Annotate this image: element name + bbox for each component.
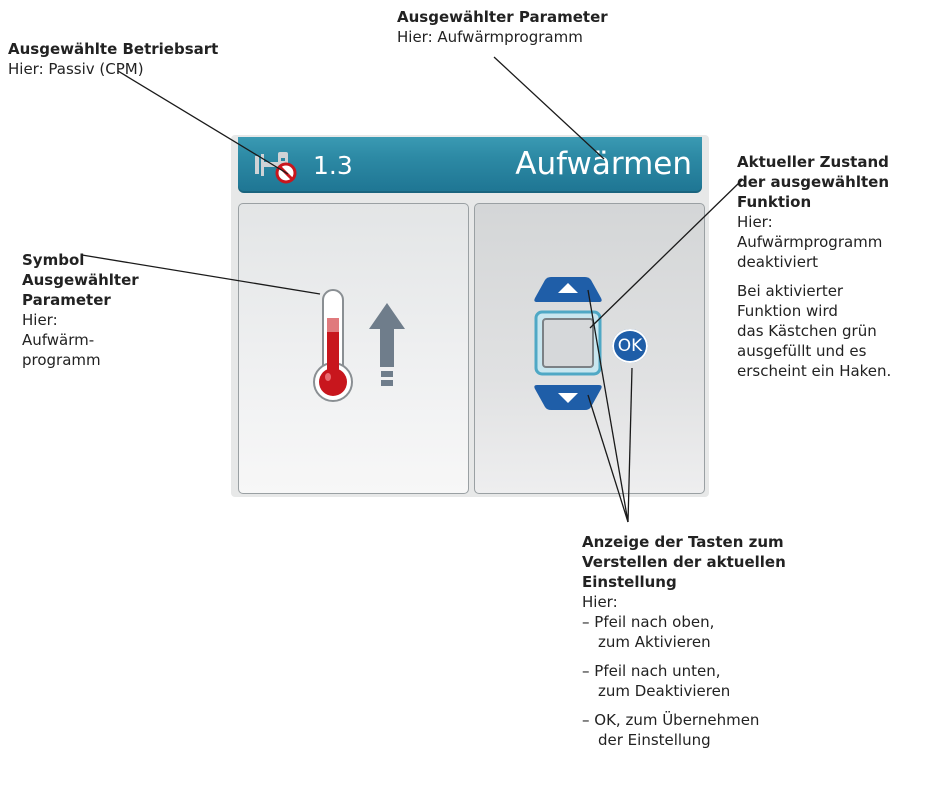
arrow-up-icon (369, 303, 405, 386)
state-annotation-note-2: Funktion wird (737, 302, 838, 320)
ok-label: OK (617, 336, 643, 356)
state-annotation-note-3: das Kästchen grün (737, 322, 877, 340)
keys-item-1-line-1: – Pfeil nach oben, (582, 613, 715, 631)
thermometer-icon (313, 289, 353, 402)
state-annotation-title-3: Funktion (737, 193, 812, 211)
parameter-name: Aufwärmen (515, 146, 692, 182)
keys-item-3-line-2: der Einstellung (598, 731, 711, 749)
mode-annotation-title: Ausgewählte Betriebsart (8, 40, 219, 58)
state-annotation-sub-3: deaktiviert (737, 253, 818, 271)
symbol-annotation-title-3: Parameter (22, 291, 111, 309)
symbol-annotation-title-2: Ausgewählter (22, 271, 139, 289)
keys-item-2-line-1: – Pfeil nach unten, (582, 662, 721, 680)
state-annotation-title-2: der ausgewählten (737, 173, 889, 191)
keys-item-2-line-2: zum Deaktivieren (598, 682, 731, 700)
ok-key[interactable]: OK (612, 329, 648, 363)
parameter-annotation-sub: Hier: Aufwärmprogramm (397, 28, 583, 46)
symbol-annotation-title-1: Symbol (22, 251, 85, 269)
state-annotation: Aktueller Zustand der ausgewählten Funkt… (737, 152, 891, 381)
mode-annotation: Ausgewählte Betriebsart Hier: Passiv (CP… (8, 39, 218, 79)
state-checkbox[interactable] (533, 309, 603, 377)
device-screen: 1.3 Aufwärmen OK (231, 135, 709, 497)
keys-item-1-line-2: zum Aktivieren (598, 633, 711, 651)
keys-item-3-line-1: – OK, zum Übernehmen (582, 711, 760, 729)
keys-annotation-title-2: Verstellen der aktuellen (582, 553, 786, 571)
up-key[interactable] (533, 276, 603, 304)
control-panel: OK (474, 203, 705, 494)
keys-annotation: Anzeige der Tasten zum Verstellen der ak… (582, 532, 786, 750)
triangle-down-icon (558, 393, 578, 403)
state-annotation-note-5: erscheint ein Haken. (737, 362, 892, 380)
symbol-annotation: Symbol Ausgewählter Parameter Hier: Aufw… (22, 250, 139, 370)
state-annotation-sub-2: Aufwärmprogramm (737, 233, 883, 251)
cpm-passive-mode-icon (255, 152, 297, 184)
down-key[interactable] (533, 383, 603, 411)
mode-number: 1.3 (313, 151, 353, 180)
parameter-annotation: Ausgewählter Parameter Hier: Aufwärmprog… (397, 7, 608, 47)
state-annotation-sub-1: Hier: (737, 213, 773, 231)
state-annotation-title-1: Aktueller Zustand (737, 153, 889, 171)
triangle-up-icon (558, 283, 578, 293)
symbol-panel (238, 203, 469, 494)
parameter-annotation-title: Ausgewählter Parameter (397, 8, 608, 26)
screen-header: 1.3 Aufwärmen (238, 137, 702, 193)
symbol-annotation-sub-1: Hier: (22, 311, 58, 329)
keys-annotation-title-3: Einstellung (582, 573, 677, 591)
state-annotation-note-1: Bei aktivierter (737, 282, 844, 300)
symbol-annotation-sub-3: programm (22, 351, 101, 369)
symbol-annotation-sub-2: Aufwärm- (22, 331, 95, 349)
keys-annotation-sub: Hier: (582, 593, 618, 611)
mode-annotation-sub: Hier: Passiv (CPM) (8, 60, 144, 78)
state-annotation-note-4: ausgefüllt und es (737, 342, 867, 360)
keys-annotation-title-1: Anzeige der Tasten zum (582, 533, 784, 551)
